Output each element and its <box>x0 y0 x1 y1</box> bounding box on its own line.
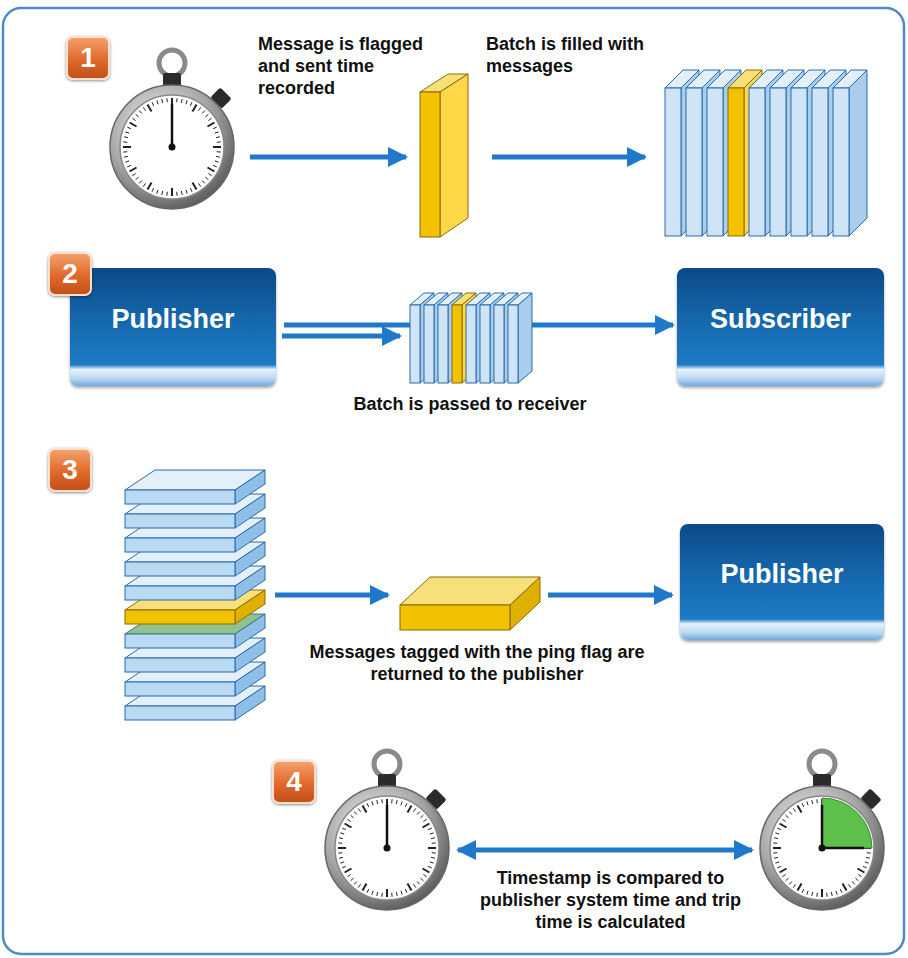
publisher-box: Publisher <box>70 268 276 386</box>
node-label: Publisher <box>111 304 234 335</box>
callout-number: 1 <box>66 36 110 80</box>
step-note: Batch is passed to receiver <box>320 394 620 416</box>
flow-arrow <box>282 334 400 339</box>
callout-number: 3 <box>48 448 92 492</box>
ping-message <box>400 577 540 630</box>
message-batch <box>410 293 532 383</box>
step-note: Timestamp is compared to publisher syste… <box>463 868 758 934</box>
received-batch-stack <box>125 470 265 720</box>
message-batch <box>665 70 867 236</box>
step-note: Message is flagged and sent time recorde… <box>258 34 443 100</box>
flow-arrow <box>275 593 388 598</box>
node-label: Subscriber <box>710 304 851 335</box>
elapsed-wedge <box>822 798 872 848</box>
step-note: Messages tagged with the ping flag are r… <box>282 642 672 686</box>
compare-arrow <box>458 848 752 853</box>
step-note: Batch is filled with messages <box>486 34 676 78</box>
panel-border <box>3 8 904 954</box>
flagged-message <box>420 74 468 237</box>
flow-arrow <box>548 593 672 598</box>
flow-arrow <box>250 155 406 160</box>
publisher-box: Publisher <box>680 524 884 640</box>
callout-number: 2 <box>48 252 92 296</box>
node-label: Publisher <box>720 559 843 590</box>
callout-number: 4 <box>272 760 316 804</box>
subscriber-box: Subscriber <box>677 268 884 386</box>
flow-arrow <box>492 155 645 160</box>
